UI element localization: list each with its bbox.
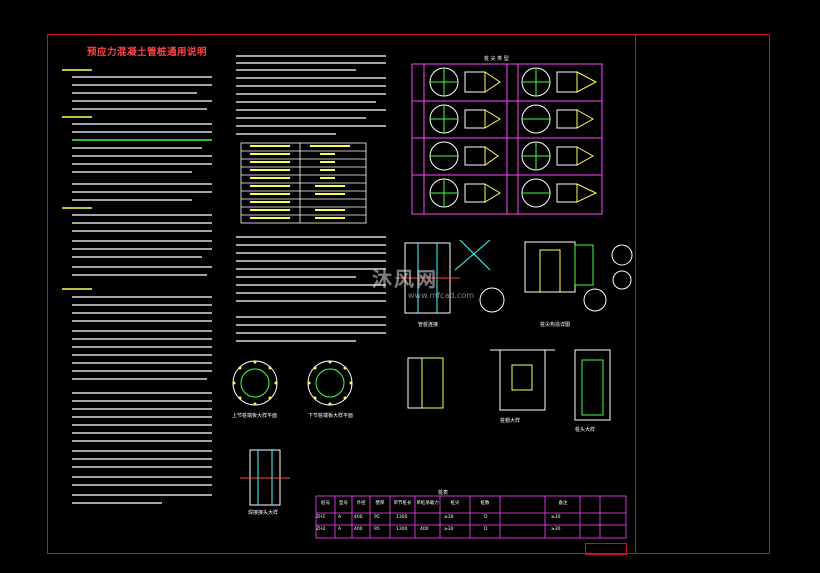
row-2-count: D: [484, 527, 488, 532]
drawing-border: [47, 34, 770, 554]
row-2-id: ZH2: [316, 527, 326, 532]
pile-ring-drawings: [232, 360, 353, 406]
pile-tip-circles: [429, 67, 551, 208]
upper-ring-label: 上节桩端板大样平面: [232, 413, 278, 419]
pile-table-header-row: 桩号 型号 外径 壁厚 单节桩长 单桩承载力 桩尖 桩数 备注: [316, 499, 626, 507]
welded-joint-label: 焊接接头大样: [248, 510, 279, 516]
pile-table-title: 桩表: [438, 490, 449, 496]
col-header: 桩数: [480, 501, 490, 506]
welded-joint-drawing: [240, 449, 290, 506]
pile-ring-dots: [232, 360, 353, 406]
row-1-dia: 400: [354, 515, 363, 520]
pile-tip-profiles: [464, 71, 598, 203]
row-2-type: A: [338, 527, 342, 532]
spec-table: [240, 142, 367, 224]
row-2-note: ≥30: [551, 527, 561, 532]
watermark-text: 沐风网: [372, 267, 438, 291]
row-1-tip: ≥30: [444, 515, 454, 520]
row-1-type: A: [338, 515, 342, 520]
row-2-dia: 400: [354, 527, 363, 532]
pile-table: [315, 495, 627, 539]
row-2-tip: ≥30: [444, 527, 454, 532]
pile-tip-header: 桩 尖 类 型: [484, 56, 509, 62]
col-header: 壁厚: [375, 501, 385, 506]
pile-head-label: 桩头大样: [575, 427, 596, 433]
col-header: 单桩承载力: [416, 501, 439, 506]
pile-connection-label: 管桩连接: [418, 322, 439, 328]
pile-end-drawing: [524, 241, 633, 312]
row-2-wall: 95: [374, 527, 380, 532]
col-header: 备注: [558, 501, 568, 506]
col-header: 型号: [339, 501, 348, 506]
row-1-len: 1300: [396, 515, 408, 520]
col-header: 外径: [356, 501, 366, 506]
lower-ring-label: 下节桩端板大样平面: [308, 413, 354, 419]
drawing-number-box: [585, 543, 627, 555]
pile-table-content: 桩号 型号 外径 壁厚 单节桩长 单桩承载力 桩尖 桩数 备注: [316, 499, 626, 507]
row-2-cap: 400: [420, 527, 429, 532]
title-block-divider: [635, 34, 636, 554]
pile-tip-grid: [411, 63, 603, 215]
capping-label: 桩帽大样: [500, 418, 521, 424]
pile-end-label: 桩尖构造详图: [540, 322, 571, 328]
document-title: 预应力混凝土管桩通用说明: [86, 47, 207, 58]
row-1-wall: 95: [374, 515, 380, 520]
row-2-len: 1300: [396, 527, 408, 532]
capping-drawings: [407, 349, 611, 421]
row-1-count: D: [484, 515, 488, 520]
row-1-note: ≥30: [551, 515, 561, 520]
col-header: 单节桩长: [393, 501, 412, 506]
row-1-id: ZH1: [316, 515, 326, 520]
col-header: 桩尖: [450, 501, 460, 506]
col-header: 桩号: [321, 501, 330, 506]
spec-table-text: [250, 145, 350, 219]
pile-connection-drawing: [395, 239, 505, 314]
watermark-url: www.mfcad.com: [408, 291, 475, 300]
